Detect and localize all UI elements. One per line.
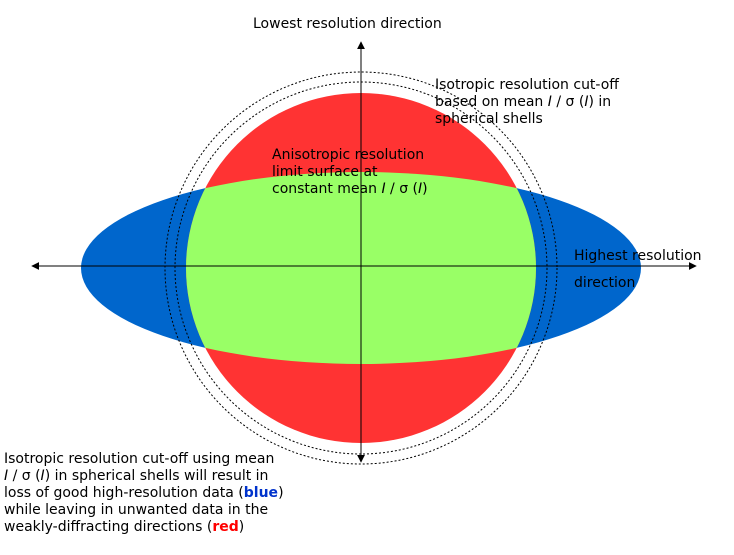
iso-line2-pre: based on mean — [435, 94, 548, 110]
note-line2-sep: / σ ( — [8, 468, 41, 484]
iso-label-line2: based on mean I / σ (I) in — [435, 94, 619, 111]
red-word: red — [212, 519, 239, 535]
note-line2-i1: I — [4, 468, 9, 484]
iso-line2-i2: I — [584, 94, 589, 110]
aniso-label-line1: Anisotropic resolution — [272, 147, 425, 163]
note-line3: loss of good high-resolution data (blue) — [4, 485, 284, 502]
iso-label-line3: spherical shells — [435, 111, 543, 127]
aniso-line3-sep: / σ ( — [385, 181, 419, 197]
blue-word: blue — [243, 485, 279, 501]
highest-resolution-line1: Highest resolution — [574, 248, 702, 264]
aniso-label-line3: constant mean I / σ (I) — [272, 181, 428, 198]
aniso-line3-i2: I — [418, 181, 423, 197]
note-line4: while leaving in unwanted data in the — [4, 502, 269, 518]
iso-line2-sep: / σ ( — [551, 94, 585, 110]
note-line2-post: ) in spherical shells will result in — [44, 468, 269, 484]
aniso-label-line2: limit surface at — [272, 164, 378, 180]
note-line1: Isotropic resolution cut-off using mean — [4, 451, 275, 467]
note-line5-pre: weakly-diffracting directions ( — [4, 519, 213, 535]
anisotropic-limit-label: Anisotropic resolution limit surface at … — [272, 147, 428, 198]
note-line3-pre: loss of good high-resolution data ( — [4, 485, 244, 501]
iso-line2-post: ) in — [588, 94, 612, 110]
note-line2-i2: I — [40, 468, 45, 484]
lowest-resolution-text: Lowest resolution direction — [253, 16, 442, 32]
lowest-resolution-label: Lowest resolution direction — [253, 16, 442, 33]
isotropic-cutoff-label: Isotropic resolution cut-off based on me… — [435, 77, 619, 128]
iso-label-line1: Isotropic resolution cut-off — [435, 77, 619, 93]
aniso-line3-i1: I — [381, 181, 386, 197]
note-line2: I / σ (I) in spherical shells will resul… — [4, 468, 284, 485]
iso-line2-i1: I — [547, 94, 552, 110]
aniso-line3-pre: constant mean — [272, 181, 382, 197]
note-line3-post: ) — [278, 485, 284, 501]
highest-resolution-line2: direction — [574, 275, 636, 291]
explanation-note: Isotropic resolution cut-off using mean … — [4, 451, 284, 536]
note-line5: weakly-diffracting directions (red) — [4, 519, 284, 536]
highest-resolution-label-2: direction — [574, 275, 635, 292]
highest-resolution-label: Highest resolution — [574, 248, 702, 265]
note-line5-post: ) — [238, 519, 245, 535]
aniso-line3-post: ) — [422, 181, 428, 197]
